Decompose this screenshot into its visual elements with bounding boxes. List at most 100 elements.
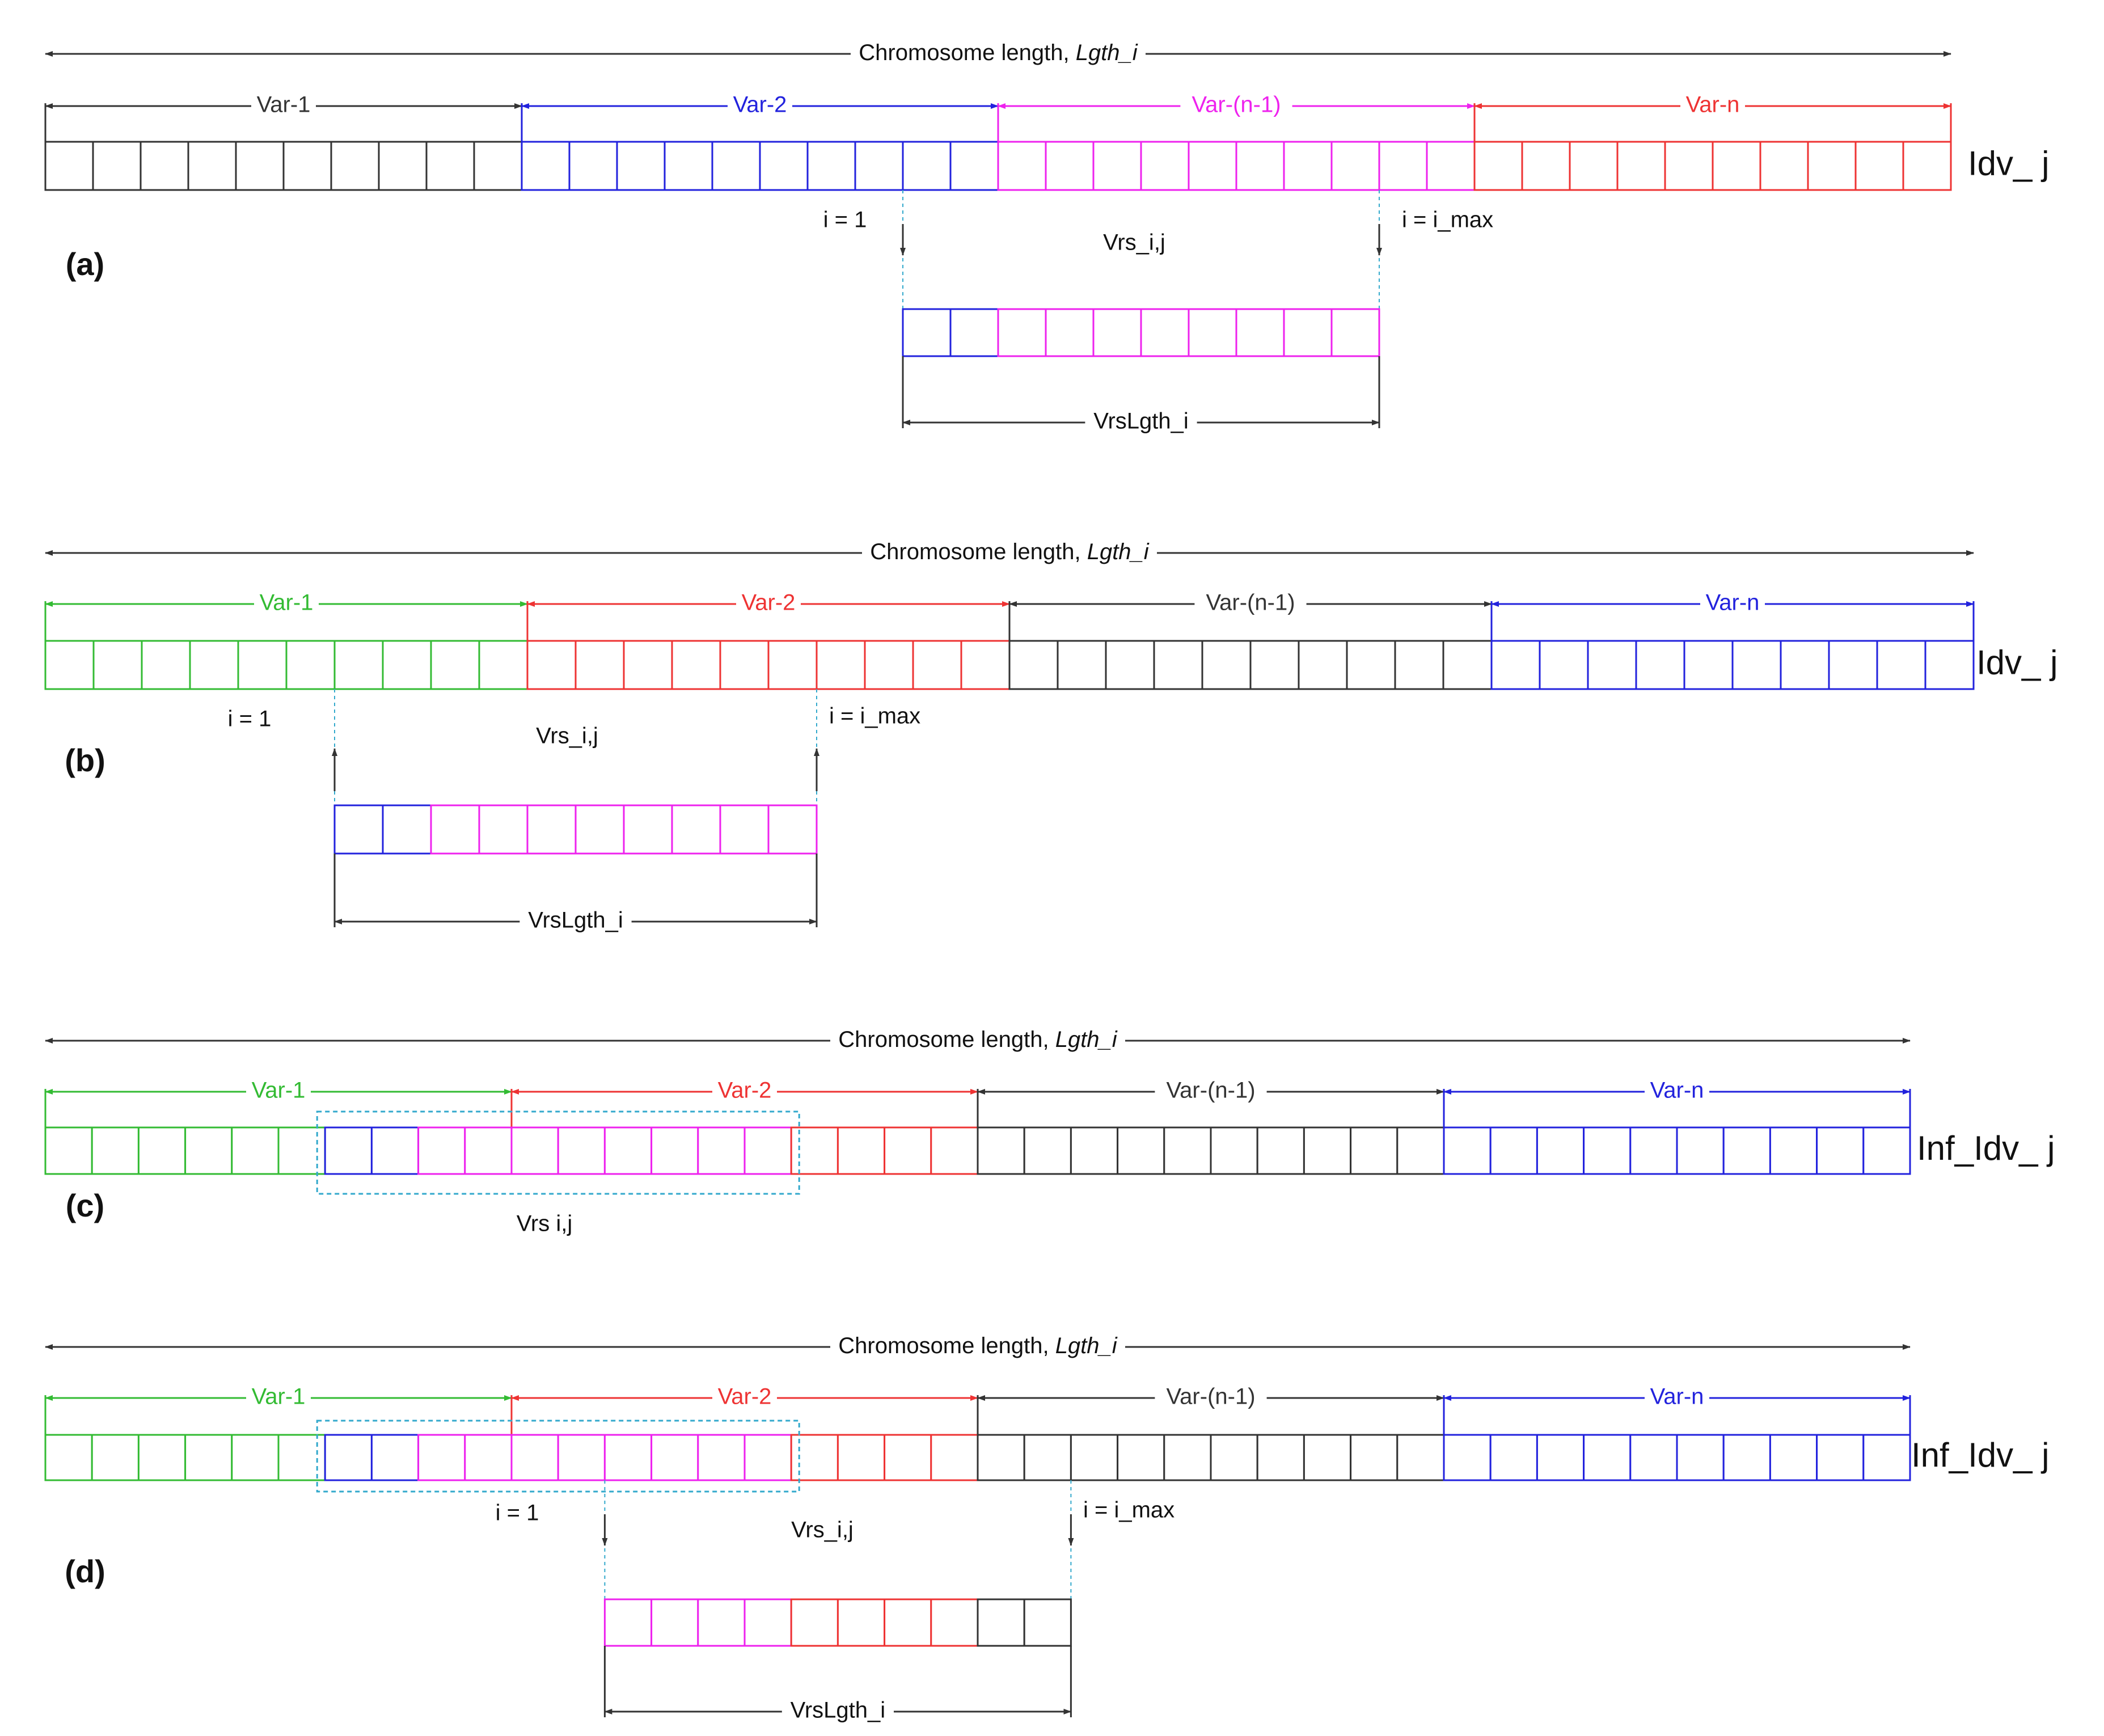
chromosome-cell bbox=[1536, 1126, 1585, 1175]
chromosome-cell bbox=[743, 1126, 792, 1175]
var-label: Var-2 bbox=[718, 1078, 772, 1103]
var-label: Var-n bbox=[1650, 1078, 1704, 1103]
row-label: Idv_ j bbox=[1968, 144, 2049, 182]
chromosome-cell bbox=[623, 640, 673, 690]
selection-dashed-box bbox=[316, 1110, 800, 1195]
chromosome-cell bbox=[1780, 640, 1830, 690]
chromosome-cell bbox=[464, 1126, 513, 1175]
subset-cell bbox=[650, 1598, 699, 1647]
chromosome-cell bbox=[568, 141, 618, 191]
subset-cell bbox=[574, 804, 625, 855]
chromosome-cell bbox=[189, 640, 239, 690]
chromosome-cell bbox=[1769, 1126, 1818, 1175]
chromosome-cell bbox=[473, 141, 523, 191]
row-label: Inf_Idv_ j bbox=[1917, 1129, 2055, 1167]
start-index-label: i = 1 bbox=[823, 208, 867, 233]
var-label-bg bbox=[246, 1078, 311, 1106]
subset-cell bbox=[671, 804, 721, 855]
chromosome-cell bbox=[1539, 640, 1589, 690]
chromosome-cell bbox=[574, 640, 625, 690]
chromosome-cell bbox=[1298, 640, 1348, 690]
chromosome-cell bbox=[1489, 1434, 1538, 1481]
var-label-bg bbox=[728, 92, 792, 120]
vrs-length-label: VrsLgth_i bbox=[791, 1698, 886, 1723]
chromosome-cell bbox=[912, 640, 962, 690]
chromosome-cell bbox=[1583, 1434, 1632, 1481]
chromosome-cell bbox=[1426, 141, 1476, 191]
row-label: Inf_Idv_ j bbox=[1911, 1436, 2050, 1474]
chromosome-cell bbox=[1163, 1126, 1212, 1175]
chromosome-cell bbox=[1163, 1434, 1212, 1481]
subset-label: Vrs_i,j bbox=[1103, 230, 1165, 255]
chromosome-cell bbox=[184, 1126, 233, 1175]
chromosome-cell bbox=[430, 640, 480, 690]
chromosome-cell bbox=[997, 141, 1047, 191]
chromosome-cell bbox=[1140, 141, 1190, 191]
chromosome-cell bbox=[790, 1126, 839, 1175]
chromosome-cell bbox=[44, 1434, 93, 1481]
var-label: Var-1 bbox=[252, 1078, 306, 1103]
chromosome-cell bbox=[1396, 1434, 1445, 1481]
vrs-length-label-bg bbox=[1085, 408, 1197, 437]
chromosome-cell bbox=[44, 640, 95, 690]
chromosome-cell bbox=[697, 1434, 746, 1481]
var-label-bg bbox=[736, 590, 801, 618]
chromosome-cell bbox=[140, 141, 189, 191]
chromosome-cell bbox=[790, 1434, 839, 1481]
chromosome-cell bbox=[526, 640, 577, 690]
chromosome-cell bbox=[1023, 1126, 1072, 1175]
start-index-label: i = 1 bbox=[496, 1501, 539, 1526]
chromosome-cell bbox=[1070, 1126, 1119, 1175]
chromosome-cell bbox=[1676, 1126, 1725, 1175]
chromosome-cell bbox=[282, 141, 332, 191]
subset-cell bbox=[743, 1598, 792, 1647]
chromosome-cell bbox=[1378, 141, 1428, 191]
subset-cell bbox=[1283, 308, 1333, 357]
chromosome-cell bbox=[1635, 640, 1685, 690]
chromosome-cell bbox=[277, 1434, 326, 1481]
chromosome-cell bbox=[285, 640, 336, 690]
chromosome-cell bbox=[1676, 1434, 1725, 1481]
chromosome-cell bbox=[425, 141, 475, 191]
chromosome-cell bbox=[464, 1434, 513, 1481]
subset-cell bbox=[1023, 1598, 1072, 1647]
chromosome-cell bbox=[949, 141, 999, 191]
subset-label: Vrs_i,j bbox=[536, 724, 598, 749]
subset-cell bbox=[997, 308, 1047, 357]
subset-cell bbox=[836, 1598, 886, 1647]
vrs-length-label-bg bbox=[519, 907, 632, 936]
chromosome-cell bbox=[854, 141, 904, 191]
chromosome-cell bbox=[1201, 640, 1252, 690]
chromosome-cell bbox=[1443, 1126, 1492, 1175]
chromosome-cell bbox=[235, 141, 285, 191]
subset-cell bbox=[790, 1598, 839, 1647]
chromosome-cell bbox=[1816, 1434, 1865, 1481]
chromosome-cell bbox=[330, 141, 380, 191]
subset-cell bbox=[1330, 308, 1380, 357]
var-label-bg bbox=[1155, 1384, 1267, 1412]
chromosome-cell bbox=[603, 1126, 653, 1175]
var-label: Var-1 bbox=[257, 92, 311, 117]
chromosome-cell bbox=[1854, 141, 1904, 191]
chromosome-cell bbox=[1442, 640, 1493, 690]
chromosome-cell bbox=[1249, 640, 1300, 690]
chromosome-cell bbox=[478, 640, 529, 690]
chromosome-cell bbox=[1396, 1126, 1445, 1175]
chromosome-cell bbox=[1731, 640, 1782, 690]
var-label: Var-(n-1) bbox=[1192, 92, 1281, 117]
chromosome-cell bbox=[1924, 640, 1975, 690]
chromosome-cell bbox=[864, 640, 914, 690]
chromosome-cell bbox=[510, 1434, 559, 1481]
chromosome-cell bbox=[1769, 1434, 1818, 1481]
chromosome-cell bbox=[902, 141, 952, 191]
chromosome-cell bbox=[1629, 1434, 1678, 1481]
chromosome-cell bbox=[743, 1434, 792, 1481]
chromosome-cell bbox=[930, 1126, 979, 1175]
chromosome-cell bbox=[1629, 1126, 1678, 1175]
subset-cell bbox=[623, 804, 673, 855]
chromosome-cell bbox=[1712, 141, 1761, 191]
chromosome-label-bg bbox=[851, 39, 1146, 69]
chromosome-cell bbox=[378, 141, 428, 191]
panel-label: (d) bbox=[65, 1553, 105, 1589]
